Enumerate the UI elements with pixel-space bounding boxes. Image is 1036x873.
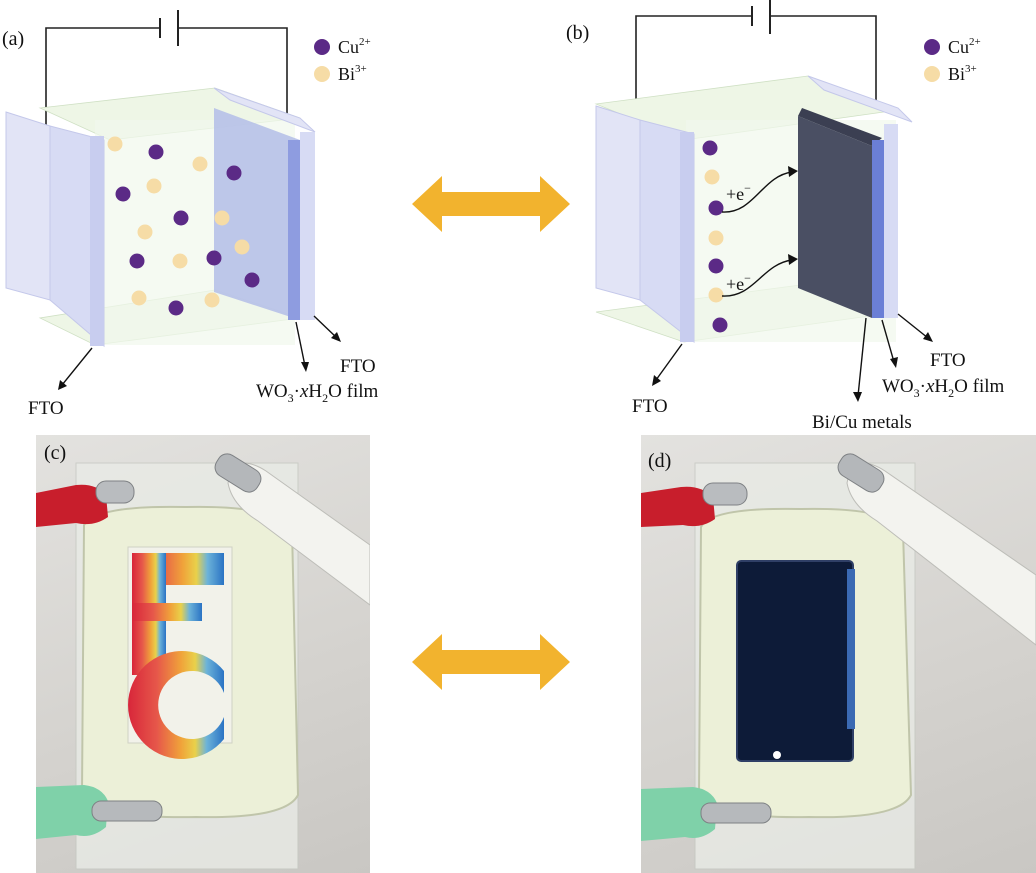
pointer-metals (857, 317, 867, 397)
label-wo3-film: WO3·xH2O film (882, 376, 1005, 400)
colored-active-area (736, 560, 854, 762)
legend-bi-label: Bi3+ (948, 63, 977, 84)
electron-label-1: +e− (726, 181, 751, 204)
fto-left-glass-edge (680, 132, 694, 342)
label-fto-left: FTO (28, 398, 64, 419)
panel-tag-c: (c) (44, 442, 67, 464)
label-fto-left: FTO (632, 396, 668, 417)
electron-label-2: +e− (726, 271, 751, 294)
panel-a-schematic: Cu2+ Bi3+ FTO FTO WO3·xH2O film (5, 10, 379, 419)
electron-transfer-arrow (721, 171, 793, 213)
pointer-wo3 (295, 321, 306, 367)
clip-metal (700, 802, 772, 824)
panel-b-schematic: +e− +e− Cu2+ Bi3+ FTO FTO WO3·xH2O film … (594, 0, 1005, 433)
ec-logo (128, 553, 224, 759)
panel-tag-d: (d) (648, 450, 672, 472)
panel-tag-a: (a) (2, 28, 25, 50)
wo3-film-plate (214, 108, 300, 320)
legend-bi-dot (924, 66, 940, 82)
reversible-arrow-bottom (412, 634, 570, 690)
legend-bi-dot (314, 66, 330, 82)
pointer-metals-head (853, 392, 862, 402)
clip-red (641, 486, 715, 527)
legend-cu-label: Cu2+ (338, 36, 371, 57)
ions-bi (107, 136, 250, 308)
electron-transfer-arrow-head (788, 254, 798, 265)
pointer-fto-right-head (923, 332, 933, 342)
pointer-wo3 (881, 319, 895, 363)
fto-right-glass-edge (884, 124, 898, 318)
panel-tag-b: (b) (566, 22, 590, 44)
pointer-fto-left (655, 343, 683, 381)
pointer-wo3-head (890, 357, 898, 368)
fto-left-glass (5, 111, 51, 301)
circuit-wire (770, 15, 877, 110)
metal-layer-top (798, 108, 882, 146)
circuit-wire (635, 15, 752, 125)
pointer-fto-left-head (652, 375, 661, 386)
wo3-film-edge (872, 140, 884, 318)
clip-green (36, 785, 108, 839)
ions-cu (115, 144, 260, 316)
clip-metal (702, 482, 748, 506)
label-metals: Bi/Cu metals (812, 412, 912, 433)
clip-green (641, 787, 717, 841)
pointer-fto-right-head (331, 332, 341, 342)
ions-cu (702, 140, 728, 333)
fto-left-glass-edge (90, 136, 104, 346)
clip-metal (91, 800, 163, 822)
fto-right-glass (807, 75, 913, 123)
label-fto-right: FTO (340, 356, 376, 377)
legend-cu-dot (924, 39, 940, 55)
clip-metal (837, 453, 885, 493)
colored-active-area-edge (847, 569, 855, 729)
pointer-fto-left-head (58, 380, 67, 390)
photo-d-illustration (641, 453, 1036, 870)
fto-left-glass (595, 105, 641, 301)
reversible-arrow-top (412, 176, 570, 232)
circuit-wire (178, 27, 288, 118)
fto-right-glass-edge (300, 132, 315, 320)
electron-transfer-arrow-head (788, 166, 798, 177)
legend-bi-label: Bi3+ (338, 63, 367, 84)
electron-transfer-arrow (721, 259, 793, 297)
pointer-fto-right (897, 313, 929, 339)
photo-device-colored (641, 435, 1036, 873)
clip-metal (95, 480, 135, 504)
bubble (773, 751, 781, 759)
wo3-film-edge (288, 140, 300, 320)
pointer-fto-right (313, 315, 338, 339)
photo-device-bleached (36, 435, 370, 873)
ions-bi (704, 169, 724, 303)
label-wo3-film: WO3·xH2O film (256, 381, 379, 405)
legend-cu-dot (314, 39, 330, 55)
pointer-wo3-head (301, 362, 309, 372)
bi-cu-metal-layer (798, 116, 872, 318)
clip-red (36, 484, 108, 527)
clip-metal (214, 453, 262, 493)
photo-c-illustration (36, 453, 370, 870)
pointer-fto-left (61, 347, 93, 386)
legend-cu-label: Cu2+ (948, 36, 981, 57)
label-fto-right: FTO (930, 350, 966, 371)
circuit-wire (45, 27, 160, 132)
